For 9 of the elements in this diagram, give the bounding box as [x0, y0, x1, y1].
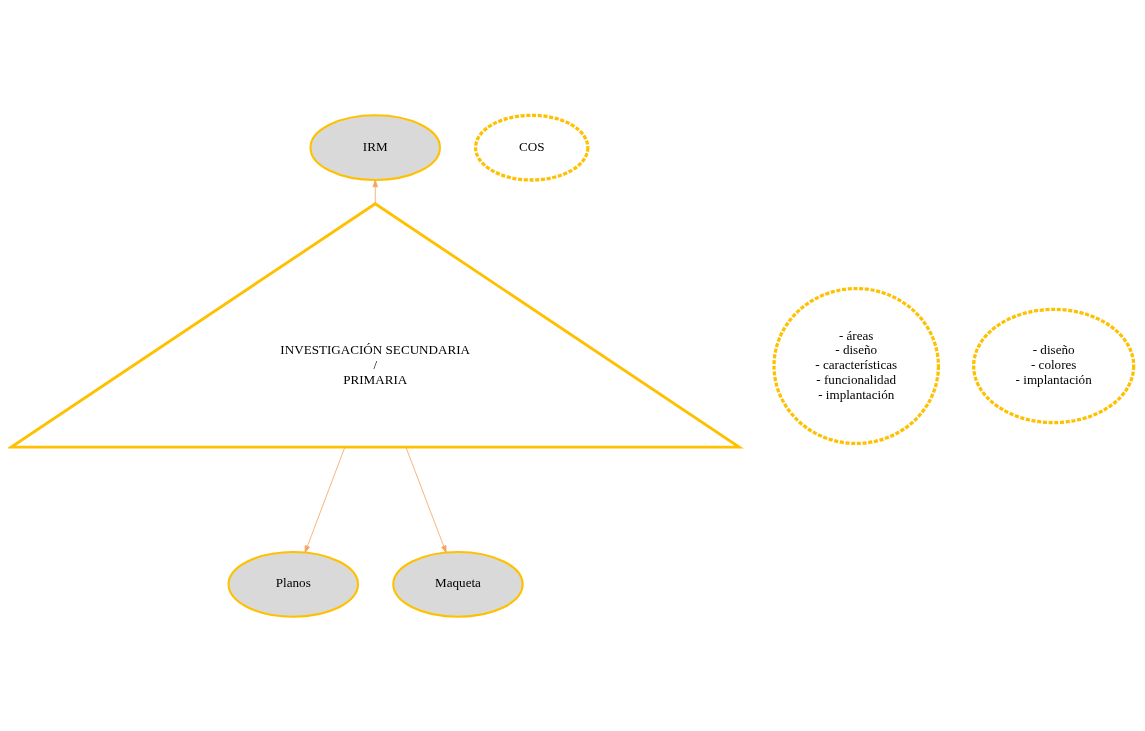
node-ellipse: IRM: [309, 113, 441, 181]
node-ellipse: Maqueta: [392, 550, 524, 618]
arrow: [405, 446, 447, 553]
node-ellipse: COS: [473, 113, 590, 182]
node-ellipse: - diseño - colores - implantación: [972, 307, 1136, 424]
arrow: [304, 446, 346, 553]
node-circle: - áreas - diseño - características - funcionalidad - implantación: [772, 286, 941, 445]
node-ellipse: Planos: [227, 550, 360, 618]
arrow: [372, 179, 378, 204]
